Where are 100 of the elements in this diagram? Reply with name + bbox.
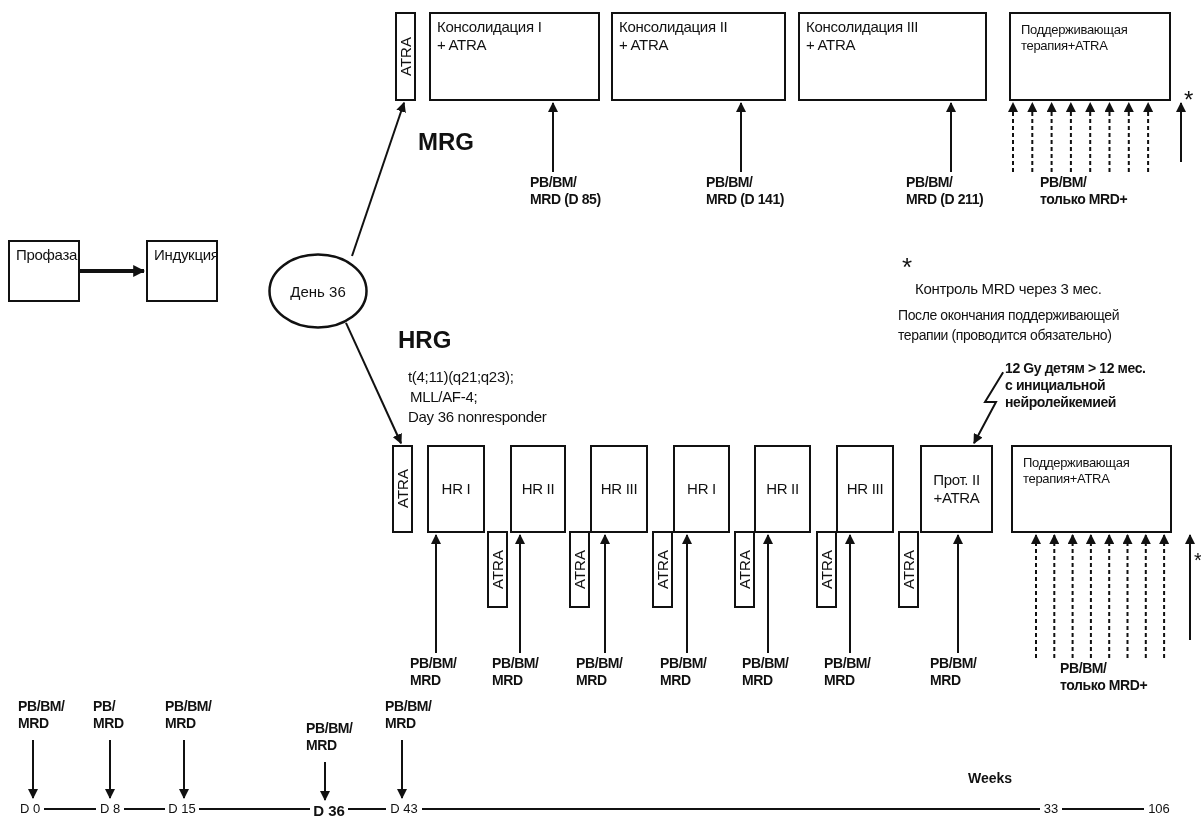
process-box: Консолидация I + ATRA [429,12,600,101]
arrow [946,102,956,173]
sampling-label: PB/BM/ MRD [742,655,789,689]
sampling-label: PB/BM/ MRD [930,655,977,689]
arrow [105,739,115,799]
axis-title: Weeks [968,770,1013,787]
day-label: D 8 [96,800,124,818]
timeline-line [421,808,1041,810]
process-box: HR II [510,445,566,533]
day-label: D 15 [165,800,199,818]
dashed-arrow [1046,102,1057,173]
arrow [320,761,330,801]
sampling-label: PB/BM/ MRD (D 85) [530,174,601,208]
dashed-arrow [1008,102,1018,173]
process-box: Поддерживающая терапия+ATRA [1011,445,1172,533]
arrow [351,101,406,258]
sampling-label: PB/BM/ MRD [385,698,432,732]
arrow [1176,102,1186,163]
sampling-label: PB/BM/ MRD [660,655,707,689]
dashed-arrow [1065,102,1076,173]
lightning-arrow [973,371,1005,445]
timeline-line [1061,808,1145,810]
process-box: Консолидация III + ATRA [798,12,987,101]
sampling-label: PB/BM/ MRD [492,655,539,689]
dashed-arrow [1122,534,1133,659]
atra-box: ATRA [734,531,755,608]
day-ellipse: День 36 [268,253,368,329]
atra-box: ATRA [569,531,590,608]
arrow [28,739,38,799]
sampling-label: PB/BM/ MRD [18,698,65,732]
arrow [763,534,773,654]
dashed-arrow [1067,534,1078,659]
dashed-arrow [1085,534,1096,659]
process-box: HR III [836,445,894,533]
day-label: D 43 [386,800,422,818]
dashed-arrow [1159,534,1170,659]
fusion-gene-text: MLL/AF-4; [410,388,478,406]
asterisk-mark: * [902,252,913,284]
arrow [600,534,610,654]
sampling-label: PB/BM/ MRD [165,698,212,732]
sampling-label: PB/BM/ MRD (D 141) [706,174,785,208]
group-label: HRG [398,326,452,355]
atra-box: ATRA [487,531,508,608]
atra-box: ATRA [392,445,413,533]
sampling-label: PB/BM/ только MRD+ [1060,660,1148,694]
criterion-text: Day 36 nonresponder [408,408,547,426]
day-label: 33 [1040,800,1062,818]
dashed-arrow [1104,534,1115,659]
karyotype-text: t(4;11)(q21;q23); [408,368,514,386]
dashed-arrow [1143,102,1154,173]
sampling-label: PB/ MRD [93,698,124,732]
arrow [845,534,855,654]
dashed-arrow [1104,102,1115,173]
arrow [548,102,558,173]
arrow [736,102,746,173]
timeline-line [347,808,387,810]
arrow [1185,534,1195,641]
process-box: Консолидация II + ATRA [611,12,786,101]
sampling-label: 12 Gy детям > 12 мес. с инициальной нейролейкемией [1005,360,1155,411]
asterisk-mark: * [1194,548,1201,572]
process-box: Прот. II +ATRA [920,445,993,533]
dashed-arrow [1031,534,1041,659]
timeline-line [198,808,311,810]
day-label: 106 [1144,800,1174,818]
process-box: HR I [673,445,730,533]
sampling-label: PB/BM/ MRD [306,720,353,754]
sampling-label: PB/BM/ MRD [410,655,457,689]
asterisk-mark: * [1184,86,1194,115]
process-box: HR III [590,445,648,533]
arrow [431,534,441,654]
arrow [345,321,403,445]
atra-box: ATRA [652,531,673,608]
dashed-arrow [1049,534,1060,659]
dashed-arrow [1085,102,1096,173]
day-label: D 36 [310,802,348,820]
arrow [953,534,963,654]
sampling-label: PB/BM/ MRD [824,655,871,689]
arrow [179,739,189,799]
timeline-line [123,808,166,810]
arrow [515,534,525,654]
dashed-arrow [1123,102,1134,173]
process-box: Поддерживающая терапия+ATRA [1009,12,1171,101]
atra-box: ATRA [816,531,837,608]
arrow [80,265,146,277]
process-box: Индукция [146,240,218,302]
sampling-label: PB/BM/ MRD [576,655,623,689]
arrow [682,534,692,654]
timeline-line [43,808,97,810]
atra-box: ATRA [898,531,919,608]
dashed-arrow [1027,102,1038,173]
note-text: Контроль MRD через 3 мес. [915,280,1102,298]
arrow [397,739,407,799]
sampling-label: PB/BM/ только MRD+ [1040,174,1128,208]
note-text: После окончания поддерживающей терапии (проводится обязательно) [898,306,1121,346]
dashed-arrow [1140,534,1151,659]
process-box: HR II [754,445,811,533]
atra-box: ATRA [395,12,416,101]
day-label: D 0 [16,800,44,818]
process-box: HR I [427,445,485,533]
sampling-label: PB/BM/ MRD (D 211) [906,174,984,208]
